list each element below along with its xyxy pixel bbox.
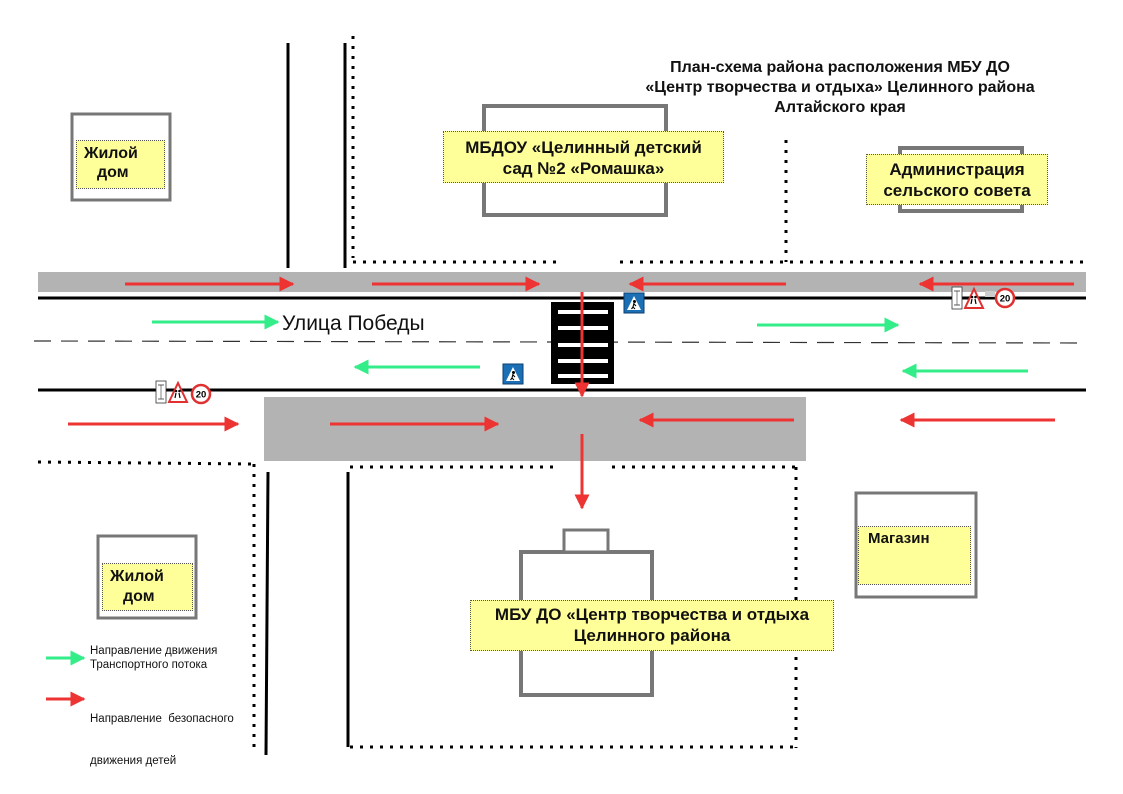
label-house-top: Жилой дом: [76, 140, 165, 189]
speed-limit-sign-icon: [994, 287, 1016, 309]
speed-limit-sign-icon: [190, 383, 212, 405]
road-sign-group: 20: [951, 286, 1016, 310]
fence: [37, 460, 253, 466]
label-administration: Администрация сельского совета: [866, 154, 1048, 205]
building-center-porch: [562, 528, 610, 554]
children-sign-icon: [963, 286, 985, 309]
crosswalk-sign-icon: [502, 363, 524, 385]
label-center: МБУ ДО «Центр творчества и отдыха Целинн…: [470, 600, 834, 651]
label-shop: Магазин: [858, 526, 971, 585]
sidewalk-bottom: [264, 397, 806, 461]
svg-text:20: 20: [196, 390, 207, 401]
crosswalk-sign-icon: [623, 292, 645, 314]
side-street-line: [264, 471, 270, 756]
children-sign-icon: [167, 380, 189, 403]
street-name: Улица Победы: [282, 312, 425, 335]
road-sign-group: 20: [155, 380, 212, 405]
label-house-bottom: Жилой дом: [102, 563, 193, 611]
legend-safe-route: Направление безопасного движения детей: [90, 713, 234, 767]
map-title: План-схема района расположения МБУ ДО «Ц…: [645, 59, 1035, 116]
sidewalk-top: [38, 272, 1086, 292]
legend-traffic: Направление движения Транспортного поток…: [90, 645, 218, 671]
label-kindergarten: МБДОУ «Целинный детский сад №2 «Ромашка»: [443, 131, 724, 183]
svg-text:20: 20: [1000, 294, 1011, 305]
